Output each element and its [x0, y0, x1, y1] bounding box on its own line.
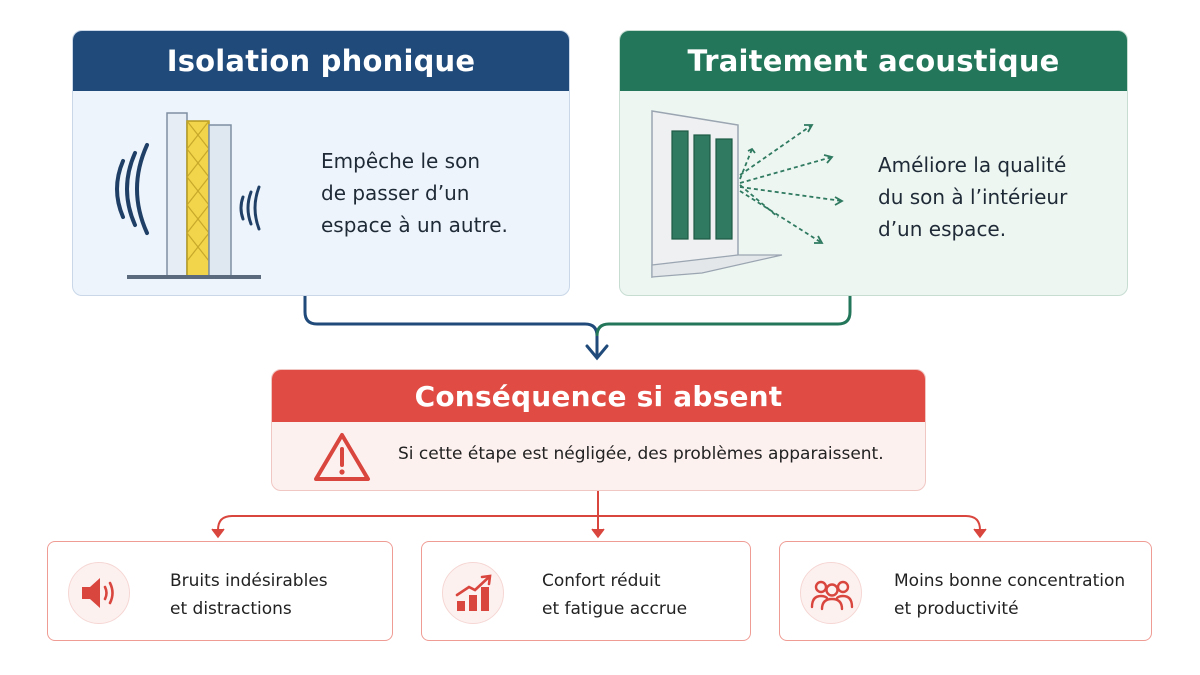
- rising-bars-icon: [455, 574, 492, 611]
- consequence-card: Conséquence si absent Si cette étape est…: [271, 369, 926, 491]
- traitement-line-2: du son à l’intérieur: [878, 185, 1068, 209]
- outcome-focus-line-2: et productivité: [894, 599, 1019, 619]
- isolation-description: Empêche le son de passer d’un espace à u…: [321, 145, 508, 241]
- outcome-focus-icon-circle: [800, 562, 862, 624]
- outcome-noise-line-1: Bruits indésirables: [170, 571, 328, 591]
- outcome-comfort-text: Confort réduit et fatigue accrue: [542, 567, 687, 623]
- branch-lines: [217, 491, 981, 531]
- warning-icon: [314, 433, 370, 481]
- outcome-comfort-line-1: Confort réduit: [542, 571, 661, 591]
- outcome-comfort: Confort réduit et fatigue accrue: [421, 541, 751, 641]
- connector-arrowhead: [585, 344, 609, 361]
- traitement-description: Améliore la qualité du son à l’intérieur…: [878, 149, 1067, 245]
- branch-arrow-right: [973, 528, 987, 539]
- isolation-card: Isolation phonique Empêche le son de pas…: [72, 30, 570, 296]
- speaker-icon: [82, 578, 114, 608]
- people-icon: [810, 580, 854, 611]
- traitement-line-3: d’un espace.: [878, 217, 1007, 241]
- outcome-comfort-icon-circle: [442, 562, 504, 624]
- traitement-title: Traitement acoustique: [620, 31, 1127, 91]
- isolation-line-2: de passer d’un: [321, 181, 470, 205]
- outcome-focus-line-1: Moins bonne concentration: [894, 571, 1126, 591]
- acoustic-panel-icon: [651, 110, 844, 278]
- branch-arrow-center: [591, 528, 605, 539]
- branch-arrow-left: [211, 528, 225, 539]
- outcome-noise-text: Bruits indésirables et distractions: [170, 567, 328, 623]
- outcome-noise: Bruits indésirables et distractions: [47, 541, 393, 641]
- isolation-line-1: Empêche le son: [321, 149, 481, 173]
- consequence-body: Si cette étape est négligée, des problèm…: [272, 422, 925, 490]
- isolation-line-3: espace à un autre.: [321, 213, 508, 237]
- traitement-card: Traitement acoustique: [619, 30, 1128, 296]
- outcome-focus-text: Moins bonne concentration et productivit…: [894, 567, 1125, 623]
- outcome-noise-icon-circle: [68, 562, 130, 624]
- isolation-title: Isolation phonique: [73, 31, 569, 91]
- outcome-comfort-line-2: et fatigue accrue: [542, 599, 688, 619]
- isolation-body: Empêche le son de passer d’un espace à u…: [73, 91, 569, 295]
- connector-left: [303, 296, 599, 356]
- traitement-body: Améliore la qualité du son à l’intérieur…: [620, 91, 1127, 295]
- outcome-noise-line-2: et distractions: [170, 599, 292, 619]
- outcome-focus: Moins bonne concentration et productivit…: [779, 541, 1152, 641]
- soundproof-wall-icon: [115, 112, 261, 279]
- consequence-text: Si cette étape est négligée, des problèm…: [398, 444, 884, 464]
- consequence-title: Conséquence si absent: [272, 370, 925, 422]
- traitement-line-1: Améliore la qualité: [878, 153, 1067, 177]
- connector-right: [595, 296, 852, 337]
